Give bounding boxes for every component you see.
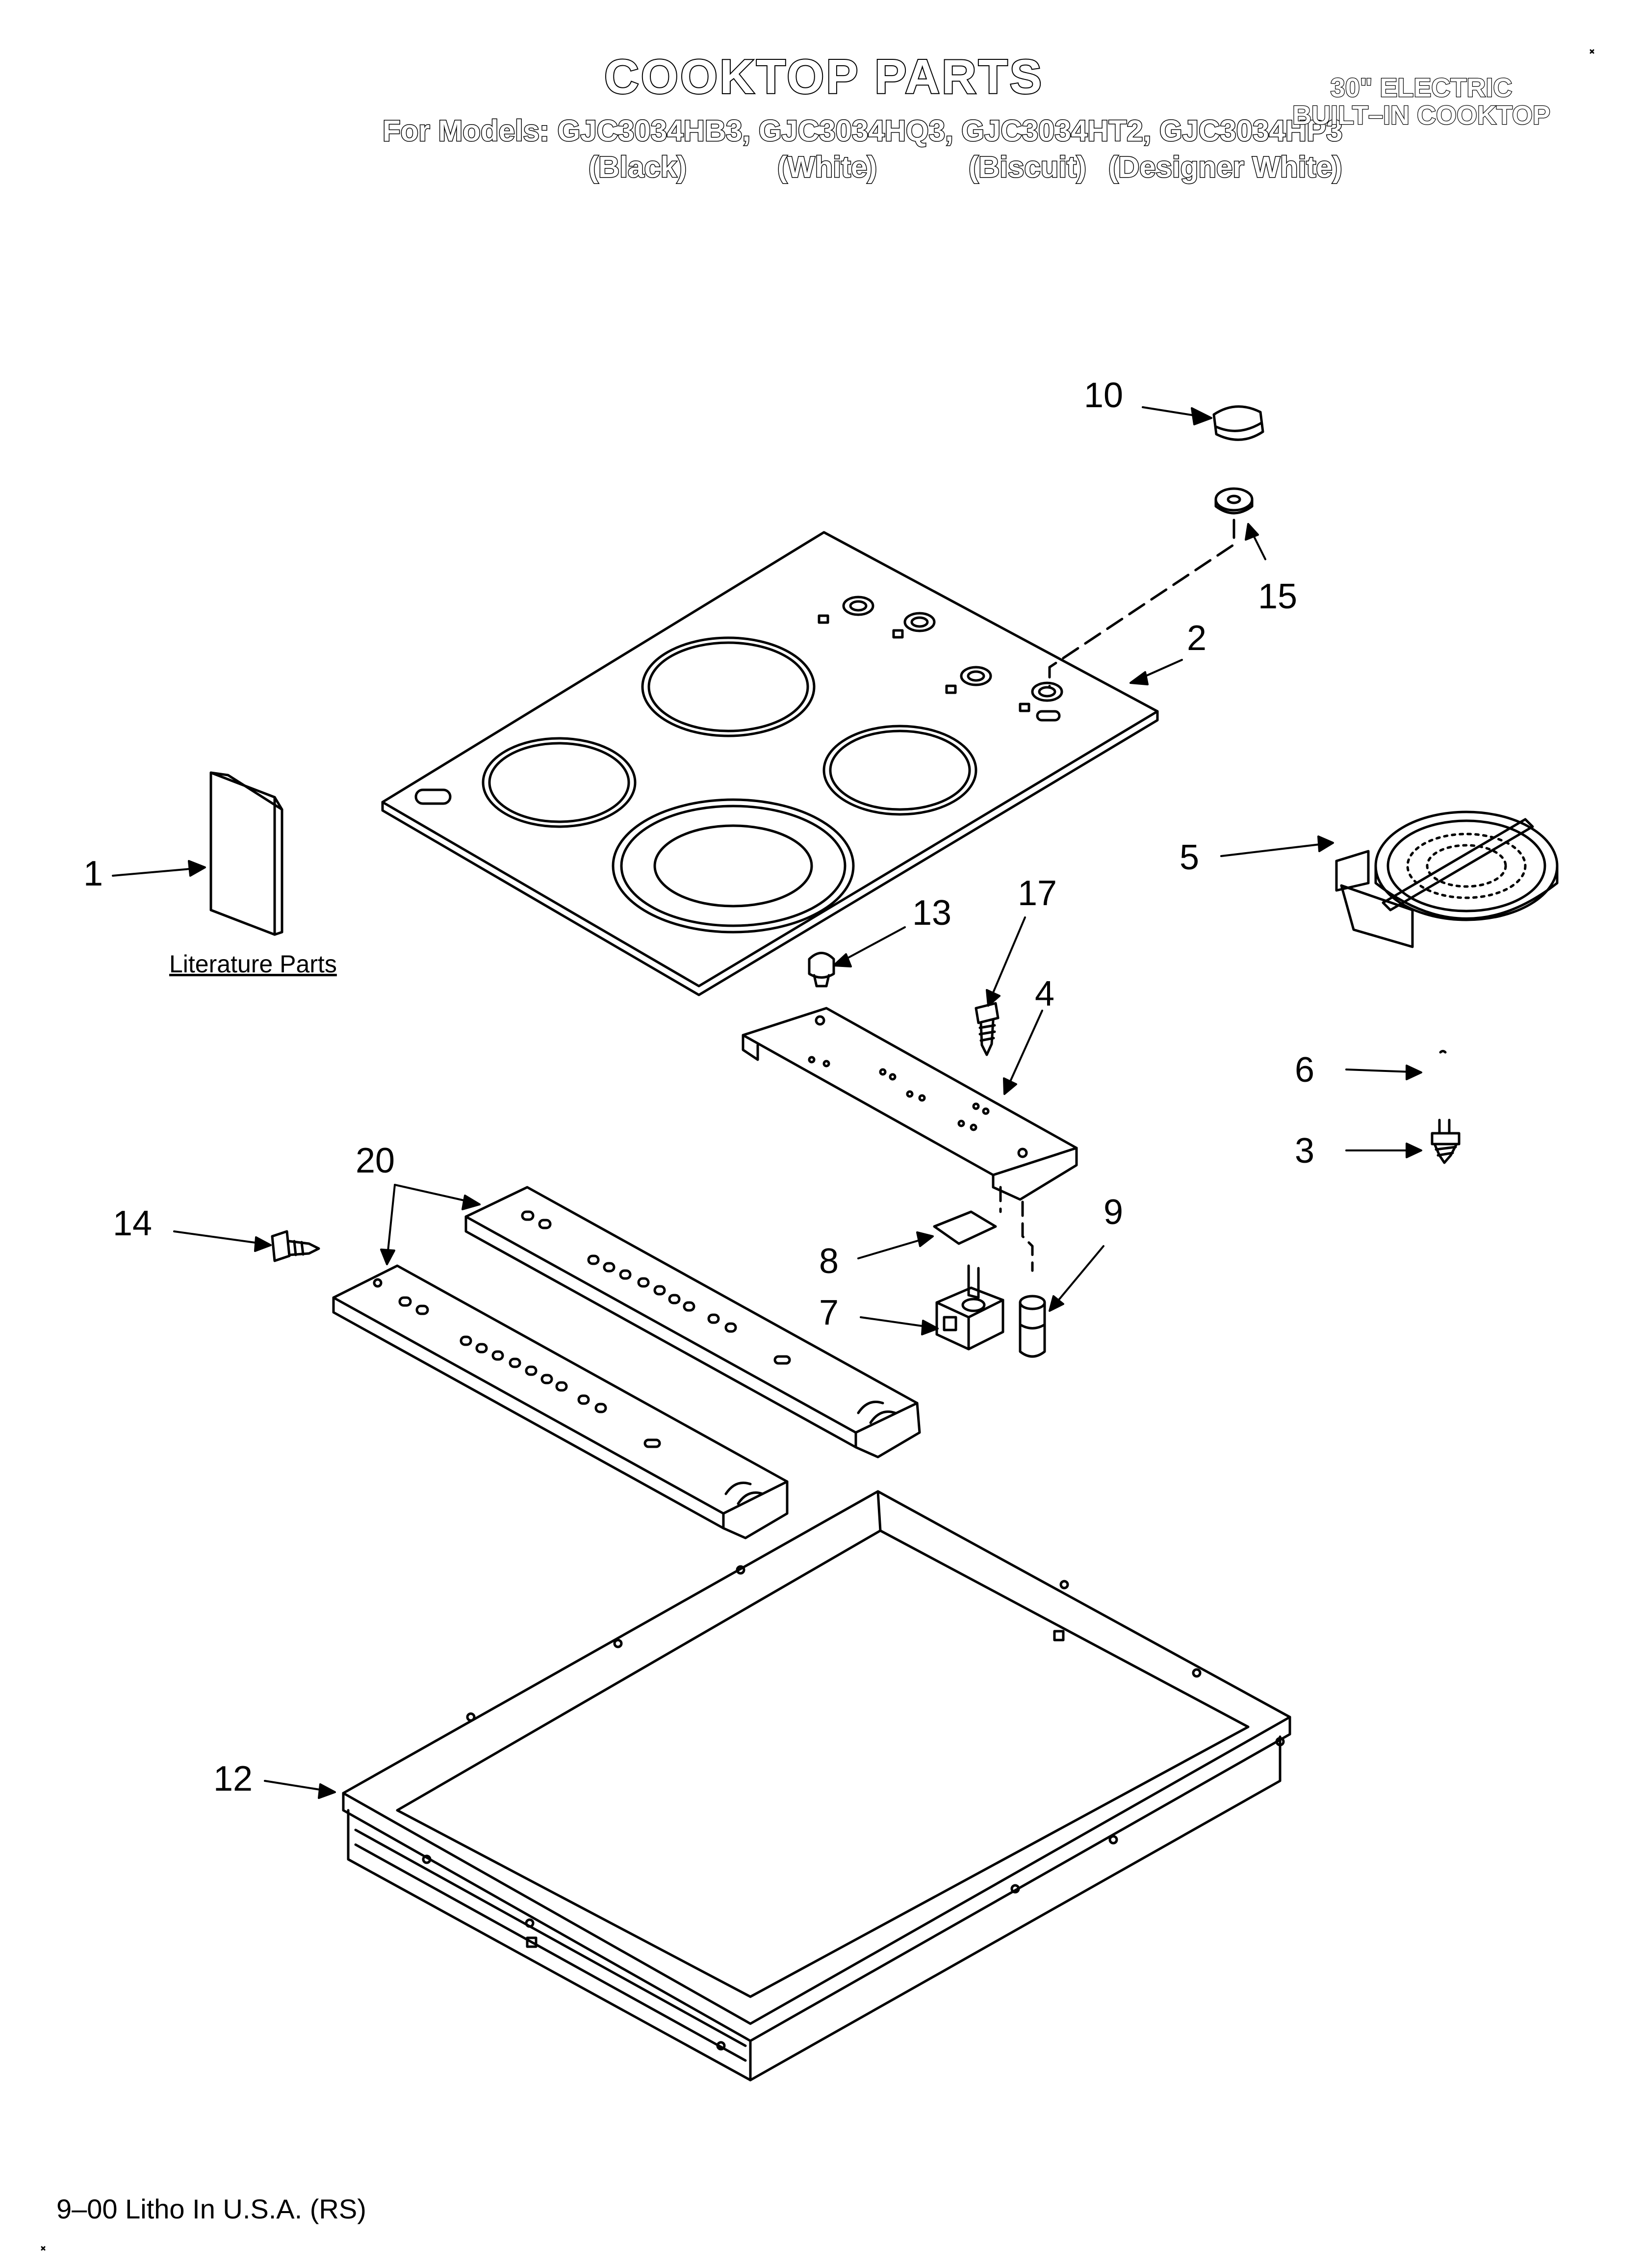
callout-9: 9 (1103, 1193, 1124, 1232)
bracket-dashed-line (999, 1186, 1034, 1272)
callout-17: 17 (1018, 874, 1057, 913)
callout-4: 4 (1035, 974, 1055, 1014)
models-line: For Models: GJC3034HB3, GJC3034HQ3, GJC3… (382, 114, 1344, 148)
knob-dashed-line (1048, 519, 1235, 688)
callout-20: 20 (356, 1141, 395, 1180)
color-designer-white-label: (Designer White) (1108, 150, 1343, 184)
screw-17-part (975, 1002, 1000, 1056)
callout-7: 7 (819, 1293, 839, 1332)
callout-15: 15 (1258, 577, 1298, 616)
control-bracket-part (742, 1007, 1078, 1201)
clip-part (1439, 1050, 1447, 1054)
corner-label-line1: 30" ELECTRIC (1330, 73, 1513, 104)
registration-mark (41, 2246, 46, 2251)
callout-13: 13 (912, 893, 952, 933)
color-biscuit-label: (Biscuit) (968, 150, 1087, 184)
footer-litho-label: 9–00 Litho In U.S.A. (RS) (56, 2193, 366, 2224)
color-white-label: (White) (776, 150, 877, 184)
callout-14: 14 (113, 1204, 153, 1243)
switch-plate-part (933, 1210, 997, 1245)
callout-2: 2 (1187, 619, 1207, 658)
screw-3-part (1431, 1119, 1461, 1164)
rail-front-part (332, 1264, 789, 1539)
registration-mark (1590, 49, 1594, 54)
knob-bezel-part (1214, 487, 1254, 515)
knob-part (1212, 405, 1264, 441)
leader-arrows (112, 406, 1422, 1799)
literature-booklet-part (209, 771, 283, 936)
callout-10: 10 (1084, 376, 1124, 415)
callout-6: 6 (1295, 1050, 1315, 1090)
screw-14-part (271, 1230, 320, 1262)
corner-label-line2: BUILT–IN COOKTOP (1292, 100, 1551, 131)
literature-parts-label: Literature Parts (169, 950, 337, 978)
callout-3: 3 (1295, 1131, 1315, 1171)
radiant-element-part (1335, 810, 1559, 948)
glass-cooktop-part (381, 531, 1159, 996)
page-title: COOKTOP PARTS (603, 49, 1044, 104)
rail-rear-part (464, 1186, 921, 1459)
callout-12: 12 (213, 1759, 253, 1799)
color-black-label: (Black) (588, 150, 687, 184)
pin-part (1019, 1295, 1046, 1358)
grommet-part (808, 952, 835, 988)
callout-1: 1 (83, 854, 103, 893)
callout-8: 8 (819, 1242, 839, 1281)
cooktop-frame-part (342, 1490, 1291, 2082)
switch-part (935, 1264, 1004, 1351)
callout-5: 5 (1180, 838, 1200, 877)
